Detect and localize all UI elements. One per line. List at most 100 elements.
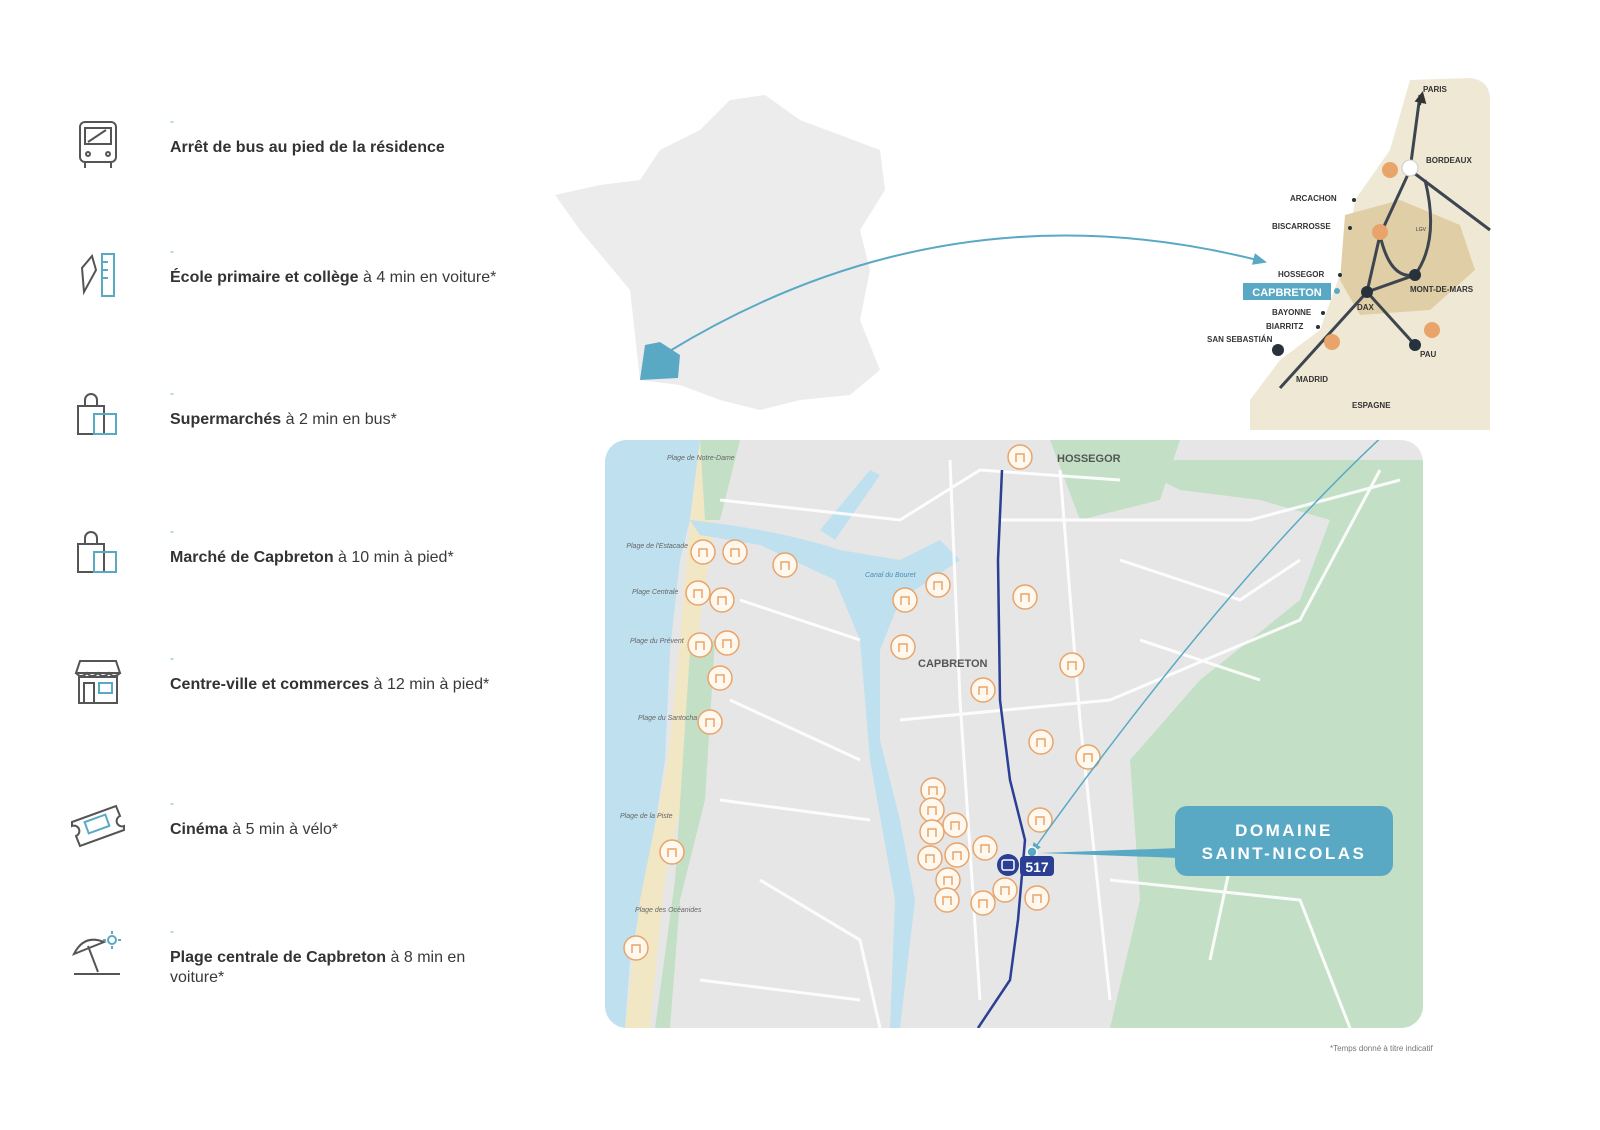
- poi-marker-icon: [942, 812, 968, 838]
- bus-line-number: 517: [1025, 859, 1049, 875]
- poi-glyph-icon: [730, 548, 740, 557]
- poi-glyph-icon: [722, 639, 732, 648]
- poi-glyph-icon: [631, 944, 641, 953]
- poi-glyph-icon: [1032, 894, 1042, 903]
- poi-marker-icon: [690, 539, 716, 565]
- poi-glyph-icon: [898, 643, 908, 652]
- poi-glyph-icon: [705, 718, 715, 727]
- poi-marker-icon: [1007, 444, 1033, 470]
- poi-glyph-icon: [927, 806, 937, 815]
- label-plage-oceanides: Plage des Océanides: [635, 907, 702, 914]
- amenity-town-centre: - Centre-ville et commerces à 12 min à p…: [70, 651, 530, 735]
- poi-glyph-icon: [1067, 661, 1077, 670]
- cinema-ticket-icon: [71, 804, 125, 848]
- shopping-bag-icon: [77, 393, 117, 435]
- label-biarritz: BIARRITZ: [1266, 322, 1303, 331]
- label-mont-de-marsan: MONT-DE-MARS: [1410, 285, 1474, 294]
- bus-route-line: [976, 469, 1027, 1028]
- shop-icon: [74, 660, 122, 704]
- poi-glyph-icon: [1000, 886, 1010, 895]
- amenity-title: Arrêt de bus au pied de la résidence: [170, 139, 445, 156]
- poi-marker-icon: [919, 819, 945, 845]
- poi-marker-icon: [1028, 729, 1054, 755]
- poi-glyph-icon: [695, 641, 705, 650]
- bus-line-badge: [1020, 856, 1054, 876]
- poi-marker-icon: [722, 539, 748, 565]
- poi-glyph-icon: [1015, 453, 1025, 462]
- label-biscarrosse: BISCARROSSE: [1272, 222, 1331, 231]
- poi-glyph-icon: [943, 876, 953, 885]
- bus-stop-icon: [997, 854, 1019, 876]
- france-map: [555, 95, 885, 410]
- poi-glyph-icon: [978, 686, 988, 695]
- poi-marker-icon: [917, 845, 943, 871]
- poi-glyph-icon: [925, 854, 935, 863]
- poi-glyph-icon: [667, 848, 677, 857]
- label-dax: DAX: [1357, 303, 1375, 312]
- poi-marker-icon: [970, 677, 996, 703]
- poi-glyph-icon: [1020, 593, 1030, 602]
- poi-marker-icon: [970, 890, 996, 916]
- poi-marker-icon: [1027, 807, 1053, 833]
- beach-umbrella-icon: [71, 931, 121, 975]
- poi-glyph-icon: [1035, 816, 1045, 825]
- label-bordeaux: BORDEAUX: [1426, 156, 1472, 165]
- poi-marker-icon: [919, 797, 945, 823]
- label-canal: Canal du Bouret: [865, 572, 917, 579]
- poi-glyph-icon: [942, 896, 952, 905]
- poi-marker-icon: [992, 877, 1018, 903]
- poi-marker-icon: [697, 709, 723, 735]
- footnote: *Temps donné à titre indicatif: [1330, 1044, 1433, 1053]
- shopping-bag-icon: [77, 531, 117, 573]
- amenity-beach: - Plage centrale de Capbreton à 8 min en…: [70, 924, 530, 1008]
- label-hossegor: HOSSEGOR: [1057, 453, 1121, 465]
- residence-name-line1: DOMAINE: [1235, 821, 1333, 840]
- poi-marker-icon: [1059, 652, 1085, 678]
- poi-marker-icon: [934, 887, 960, 913]
- poi-marker-icon: [709, 587, 735, 613]
- poi-glyph-icon: [933, 581, 943, 590]
- poi-marker-icon: [972, 835, 998, 861]
- poi-glyph-icon: [698, 548, 708, 557]
- poi-glyph-icon: [1083, 753, 1093, 762]
- label-pau: PAU: [1420, 350, 1437, 359]
- points-of-interest: [623, 444, 1101, 961]
- amenity-market: - Marché de Capbreton à 10 min à pied*: [70, 524, 530, 608]
- poi-marker-icon: [714, 630, 740, 656]
- poi-glyph-icon: [952, 851, 962, 860]
- label-plage-prevent: Plage du Prévent: [630, 638, 685, 645]
- locator-arrow: [667, 234, 1267, 353]
- poi-marker-icon: [772, 552, 798, 578]
- residence-name-line2: SAINT-NICOLAS: [1202, 844, 1367, 863]
- poi-marker-icon: [623, 935, 649, 961]
- residence-marker: [1026, 846, 1038, 858]
- poi-glyph-icon: [1036, 738, 1046, 747]
- town-map: Plage de Notre-Dame Plage de l'Estacade …: [605, 440, 1423, 1028]
- poi-glyph-icon: [693, 589, 703, 598]
- poi-marker-icon: [944, 842, 970, 868]
- label-paris: PARIS: [1423, 85, 1448, 94]
- poi-glyph-icon: [927, 828, 937, 837]
- label-bayonne: BAYONNE: [1272, 308, 1312, 317]
- poi-glyph-icon: [780, 561, 790, 570]
- poi-marker-icon: [687, 632, 713, 658]
- label-san-sebastian: SAN SEBASTIÁN: [1207, 335, 1273, 344]
- poi-marker-icon: [925, 572, 951, 598]
- poi-marker-icon: [892, 587, 918, 613]
- poi-marker-icon: [707, 665, 733, 691]
- poi-marker-icon: [685, 580, 711, 606]
- regional-map: PARIS BORDEAUX ARCACHON BISCARROSSE HOSS…: [1207, 78, 1491, 430]
- amenity-school: - École primaire et collège à 4 min en v…: [70, 244, 530, 328]
- label-plage-piste: Plage de la Piste: [620, 813, 673, 820]
- label-espagne: ESPAGNE: [1352, 401, 1391, 410]
- location-arrow: [1031, 440, 1401, 854]
- amenity-bus: - Arrêt de bus au pied de la résidence: [70, 114, 530, 198]
- label-plage-estacade: Plage de l'Estacade: [626, 543, 688, 550]
- poi-marker-icon: [1024, 885, 1050, 911]
- amenity-supermarkets: - Supermarchés à 2 min en bus*: [70, 386, 530, 470]
- label-plage-santocha: Plage du Santocha: [638, 715, 697, 722]
- pencil-ruler-icon: [80, 253, 115, 297]
- poi-glyph-icon: [928, 786, 938, 795]
- label-lgv: LGV: [1416, 227, 1427, 233]
